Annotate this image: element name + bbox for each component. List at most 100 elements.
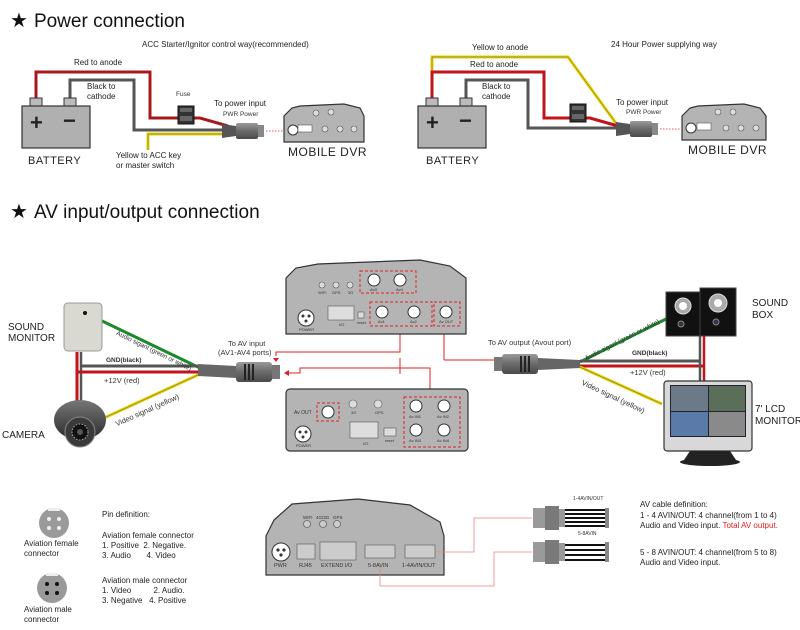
to-av-output-label: To AV output (Avout port) [488, 338, 572, 347]
h24-mobile-dvr [681, 103, 767, 141]
h24-yellow-label: Yellow to anode [472, 43, 529, 52]
acc-fuse-label: Fuse [176, 91, 191, 98]
acc-wiring [34, 70, 229, 150]
acc-battery-minus: − [63, 108, 76, 133]
panel-led-wifi: WIFI [303, 515, 313, 520]
dvr-top-port-av4: Av4 [396, 287, 403, 292]
av-input-plug [198, 362, 280, 382]
panel-led-4g3g: 4G/3G [316, 515, 330, 520]
sound-box-label-1: SOUND [752, 298, 789, 309]
panel-port-rj45: RJ45 [299, 563, 312, 569]
sound-monitor-label-1: SOUND [8, 322, 45, 333]
male-line-2: 3. Negative 4. Positive [102, 596, 187, 605]
female-connector-label-2: connector [24, 549, 60, 558]
h24-battery-minus: − [459, 108, 472, 133]
dvr-rear-reset: reset [385, 438, 394, 443]
panel-port-5-8avin: 5-8AVIN [368, 563, 389, 569]
lcd-monitor-label-2: MONITOR [755, 416, 800, 427]
acc-fuse-icon [177, 105, 195, 125]
av-left-wiring [75, 318, 201, 420]
dvr-rear-av-out: Av OUT [294, 410, 312, 416]
total-av-output-highlight: Total AV output. [722, 521, 778, 530]
h24-pwr-power: PWR Power [626, 109, 662, 116]
dvr-top-power: POWER [299, 327, 315, 332]
h24-to-power-input: To power input [616, 98, 669, 107]
av-cable-def-heading: AV cable definition: [640, 500, 708, 509]
cable-5-8avin-label: 5-8AVIN [578, 531, 597, 537]
acc-to-power-input: To power input [214, 99, 267, 108]
cable-1-4avin-label: 1-4AVIN/OUT [573, 496, 604, 502]
dvr-top-led-wifi: WIFI [318, 290, 327, 295]
female-line-2: 3. Audio 4. Video [102, 551, 176, 560]
dvr-top-led-3g: 3G [348, 290, 354, 295]
lcd-monitor-icon [663, 380, 753, 466]
dvr-front-panel [285, 259, 467, 335]
male-connector-label-1: Aviation male [24, 605, 72, 614]
power-section-title: ★Power connection [10, 8, 185, 33]
h24-red-label: Red to anode [470, 60, 519, 69]
acc-yellow-label-1: Yellow to ACC key [116, 151, 182, 160]
panel-led-gps: GPS [333, 515, 343, 520]
h24-battery-plus: + [426, 110, 439, 135]
lcd-monitor-label-1: 7' LCD [755, 404, 786, 415]
av-cable-def1-line1: 1 - 4 AVIN/OUT: 4 channel(from 1 to 4) [640, 511, 777, 520]
dvr-top-reset: reset [357, 320, 366, 325]
h24-battery [417, 97, 487, 149]
dvr-top-port-av1: Av1 [378, 319, 385, 324]
h24-power-plug [616, 121, 680, 137]
h24-battery-label: BATTERY [426, 155, 480, 167]
dvr-rear-av-in3: Av IN3 [409, 438, 421, 443]
av-right-wiring [579, 316, 706, 406]
male-line-1: 1. Video 2. Audio. [102, 586, 185, 595]
acc-yellow-label-2: or master switch [116, 161, 175, 170]
dvr-top-io: I/O [339, 322, 345, 327]
acc-battery-label: BATTERY [28, 155, 82, 167]
h24-subtitle: 24 Hour Power supplying way [611, 40, 717, 49]
av-output-plug [494, 354, 580, 374]
acc-dvr-label: MOBILE DVR [288, 145, 368, 159]
female-connector-label-1: Aviation female [24, 539, 79, 548]
to-av-input-label-2: (AV1-AV4 ports) [218, 348, 272, 357]
panel-port-extend-io: EXTEND I/O [321, 563, 353, 569]
star-icon: ★ [10, 201, 28, 223]
male-title: Aviation male connector [102, 576, 188, 585]
av-right-12v-label: +12V (red) [630, 368, 666, 377]
cable-link-lines [379, 517, 532, 587]
dvr-top-port-av3: Av3 [370, 287, 377, 292]
sound-monitor-icon [63, 302, 103, 352]
star-icon: ★ [10, 10, 28, 32]
dvr-rear-av-in1: Av IN1 [409, 414, 421, 419]
acc-mobile-dvr [283, 103, 365, 143]
h24-wiring [430, 55, 620, 130]
av-section-title: ★AV input/output connection [10, 199, 260, 224]
av-cable-def2-line2: Audio and Video input. [640, 558, 721, 567]
sound-monitor-label-2: MONITOR [8, 333, 56, 344]
acc-battery-plus: + [30, 110, 43, 135]
acc-power-plug [222, 123, 284, 139]
panel-port-1-4avin-out: 1-4AVIN/OUT [402, 563, 436, 569]
female-line-1: 1. Positive 2. Negative. [102, 541, 187, 550]
av-right-gnd-label: GND(black) [632, 350, 668, 357]
power-section-title-text: Power connection [33, 11, 185, 32]
h24-dvr-label: MOBILE DVR [688, 143, 768, 157]
sound-box-icon [665, 287, 737, 337]
male-connector-icon [37, 573, 67, 603]
av-cable-def1-text: Audio and Video input. [640, 521, 723, 530]
dvr-top-av-out: Av OUT [439, 319, 454, 324]
dvr-rear-av-in4: Av IN4 [437, 438, 449, 443]
acc-black-label-2: cathode [87, 92, 116, 101]
dvr-rear-av-in2: Av IN2 [437, 414, 449, 419]
h24-black-label-1: Black to [482, 82, 511, 91]
dvr-top-led-gps: GPS [332, 290, 341, 295]
camera-icon [54, 400, 106, 448]
dvr-top-port-av2: Av2 [410, 319, 417, 324]
acc-pwr-power: PWR Power [223, 111, 259, 118]
panel-port-pwr: PWR [274, 563, 287, 569]
dvr-rear-led-3g: 3G [351, 410, 357, 415]
acc-black-label-1: Black to [87, 82, 116, 91]
cable-1-4avin-icon [533, 506, 609, 530]
male-connector-label-2: connector [24, 615, 60, 624]
acc-subtitle: ACC Starter/Ignitor control way(recommen… [142, 40, 309, 49]
h24-fuse-icon [569, 103, 587, 123]
